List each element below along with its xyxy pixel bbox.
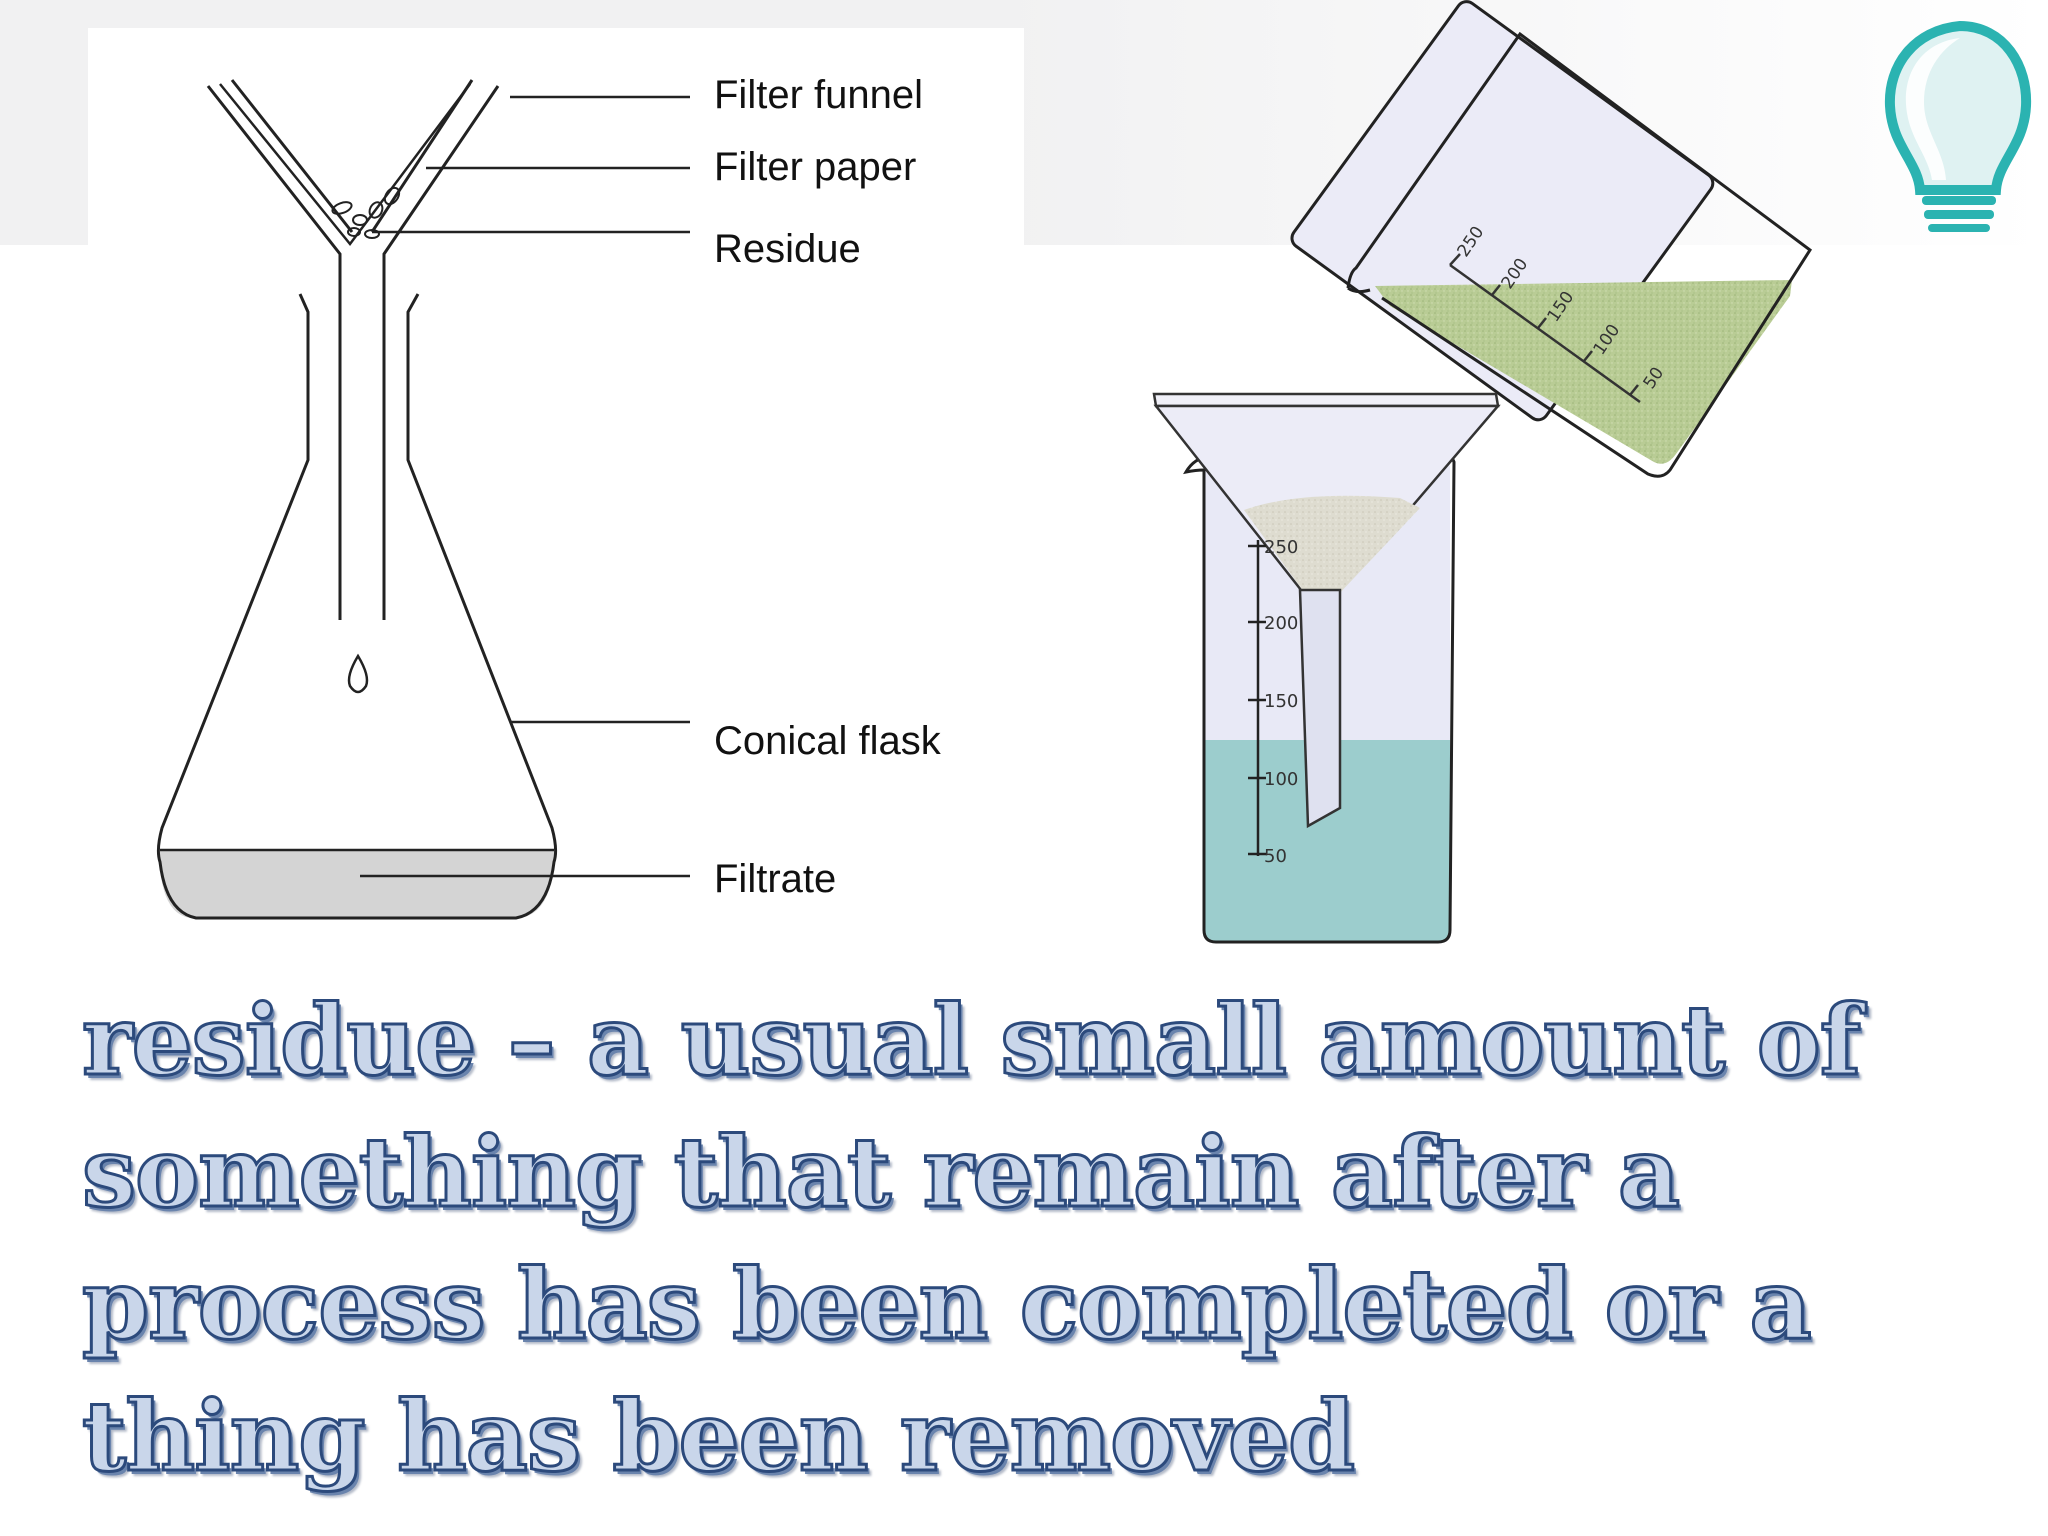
scale-200: 200 — [1264, 613, 1298, 634]
scale-250: 250 — [1264, 537, 1298, 558]
definition-text: residue – a usual small amount of someth… — [81, 983, 1863, 1495]
label-filter-paper: Filter paper — [714, 145, 916, 189]
label-conical-flask: Conical flask — [714, 719, 942, 763]
receiving-beaker-scale-labels: 250 200 150 100 50 — [1264, 537, 1298, 867]
tilted-beaker-outline — [1346, 31, 1813, 478]
scale-50: 50 — [1264, 846, 1287, 867]
label-residue: Residue — [714, 227, 861, 271]
residue-particles — [331, 186, 401, 239]
filtration-illustration: Filter funnel Filter paper Residue Conic… — [88, 0, 2032, 960]
lightbulb-icon — [1884, 20, 2032, 232]
scale-100: 100 — [1264, 769, 1298, 790]
tilted-beaker-liquid — [1375, 280, 1792, 464]
tilted-beaker-scale — [1449, 253, 1641, 404]
glass-funnel — [1152, 392, 1501, 829]
filter-paper — [219, 83, 471, 247]
droplet — [347, 653, 369, 694]
label-filter-funnel: Filter funnel — [714, 73, 923, 117]
flask-diagram-panel — [88, 28, 1024, 960]
leader-lines — [360, 95, 690, 878]
filter-funnel — [206, 79, 500, 620]
receiving-beaker-scale — [1248, 540, 1266, 856]
conical-flask — [156, 293, 558, 920]
scale-150: 150 — [1264, 691, 1298, 712]
label-filtrate: Filtrate — [714, 857, 836, 901]
